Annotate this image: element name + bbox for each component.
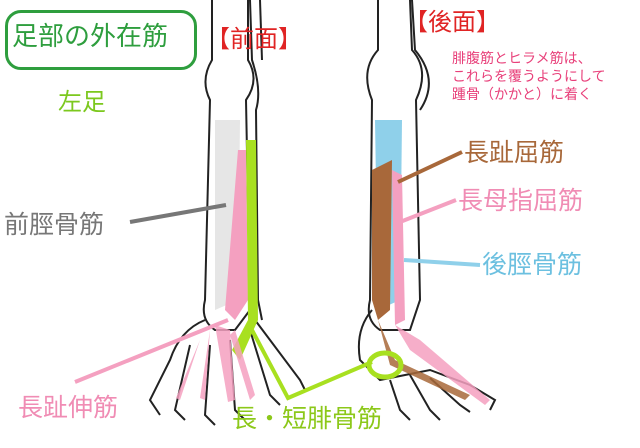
extensor-pointer	[74, 318, 229, 384]
note-line: 腓腹筋とヒラメ筋は、	[452, 51, 592, 67]
back-flexor-digitorum-muscle	[372, 160, 392, 320]
flexor-hallucis-pointer	[399, 198, 457, 224]
label-flexor-hallucis-longus: 長母指屈筋	[458, 186, 584, 215]
label-tibialis-anterior: 前脛骨筋	[4, 210, 105, 239]
page-title: 足部の外在筋	[12, 22, 169, 52]
side-label: 左足	[58, 88, 106, 116]
back-leg-bones	[357, 0, 497, 421]
front-view-label: 【前面】	[206, 25, 302, 53]
flexor-digitorum-pointer	[397, 150, 463, 184]
front-toe-extensors	[176, 325, 255, 402]
front-peroneus-muscle	[232, 140, 258, 360]
front-extensor-muscle	[225, 150, 248, 320]
label-tibialis-posterior: 後脛骨筋	[482, 250, 583, 279]
back-flexor-tendon	[395, 325, 490, 405]
note-line: 踵骨（かかと）に着く	[452, 87, 592, 103]
tibialis-anterior-pointer	[129, 203, 227, 224]
label-peroneus: 長・短腓骨筋	[232, 404, 383, 433]
note-text: 腓腹筋とヒラメ筋は、 これらを覆うようにして 踵骨（かかと）に着く	[452, 50, 640, 104]
label-flexor-digitorum-longus: 長趾屈筋	[464, 138, 565, 167]
tibialis-posterior-pointer	[403, 258, 481, 267]
back-view-label: 【後面】	[404, 8, 500, 36]
back-flexor-digitorum-tendon	[378, 320, 470, 400]
note-line: これらを覆うようにして	[452, 69, 606, 85]
peroneus-pointer	[250, 329, 373, 401]
back-flexor-hallucis-muscle	[392, 170, 405, 325]
title-box	[5, 10, 197, 70]
label-extensor-digitorum-longus: 長趾伸筋	[18, 393, 119, 422]
